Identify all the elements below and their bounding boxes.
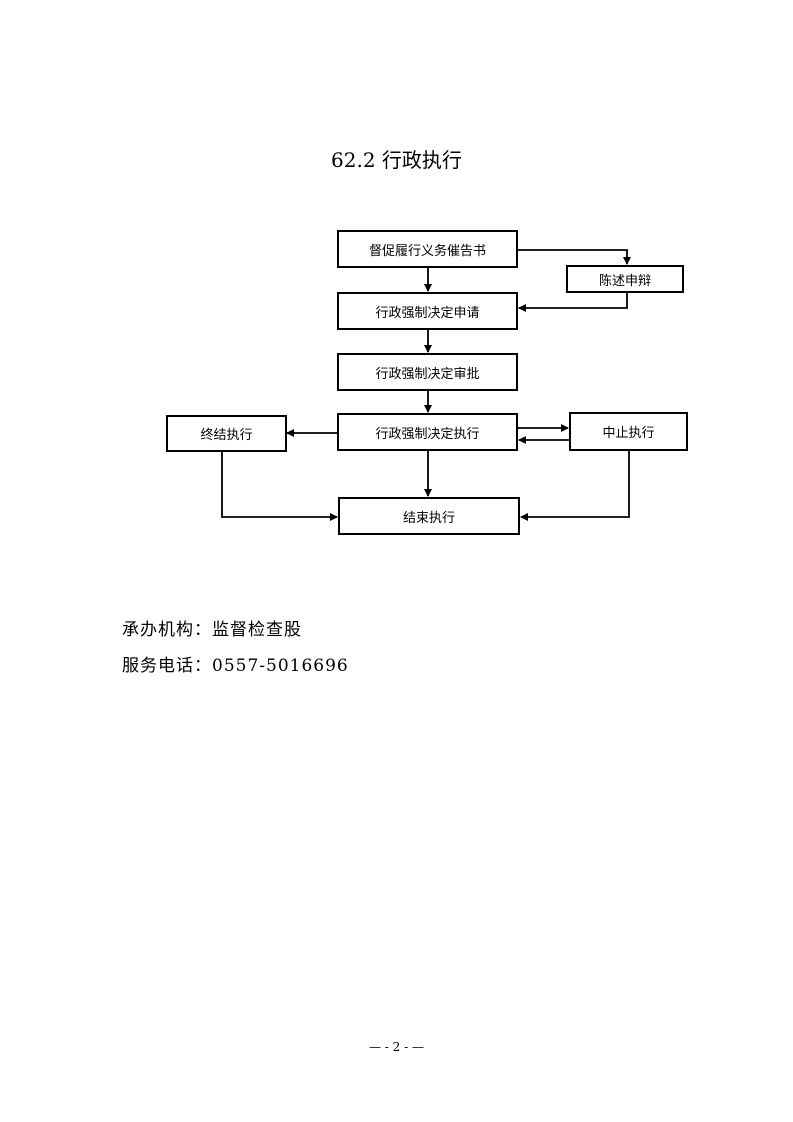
phone-text: 服务电话：0557-5016696 <box>122 656 349 676</box>
flow-box-execute: 行政强制决定执行 <box>337 413 518 451</box>
page-title: 62.2 行政执行 <box>331 148 462 172</box>
arrow-suspend-finish <box>520 451 630 521</box>
arrow-terminate-finish <box>221 452 338 521</box>
flow-box-statement: 陈述申辩 <box>566 265 684 293</box>
flow-box-terminate: 终结执行 <box>166 415 287 452</box>
agency-text: 承办机构：监督检查股 <box>122 620 302 640</box>
flow-box-finish: 结束执行 <box>338 497 520 535</box>
flow-box-suspend: 中止执行 <box>569 412 688 451</box>
flow-box-notice: 督促履行义务催告书 <box>337 230 518 268</box>
flow-box-apply: 行政强制决定申请 <box>337 292 518 330</box>
page-number: — - 2 - — <box>368 1040 424 1054</box>
arrow-notice-statement <box>518 249 631 265</box>
arrow-statement-apply <box>518 292 628 312</box>
flow-box-approve: 行政强制决定审批 <box>337 353 518 391</box>
